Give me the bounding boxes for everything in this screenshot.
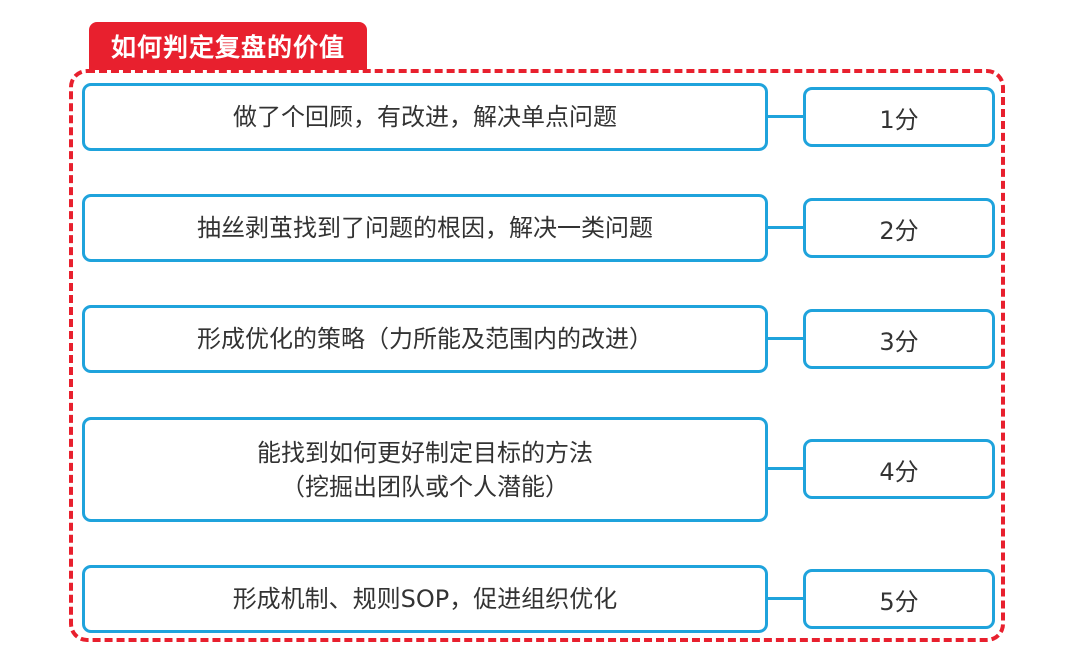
level-3-connector [768, 337, 804, 340]
diagram-title: 如何判定复盘的价值 [89, 22, 367, 70]
level-5-score: 5分 [879, 587, 919, 616]
level-4-description-line-2: （挖掘出团队或个人潜能） [281, 472, 569, 501]
level-1-score: 1分 [879, 105, 919, 134]
level-1-score-box: 1分 [803, 87, 995, 147]
level-2-description-box: 抽丝剥茧找到了问题的根因，解决一类问题 [82, 194, 768, 262]
level-2-description-line-1: 抽丝剥茧找到了问题的根因，解决一类问题 [197, 214, 653, 242]
level-5-score-box: 5分 [803, 569, 995, 629]
level-4-description-box: 能找到如何更好制定目标的方法 （挖掘出团队或个人潜能） [82, 417, 768, 522]
level-4-connector [768, 467, 804, 470]
level-3-score-box: 3分 [803, 309, 995, 369]
level-2-connector [768, 226, 804, 229]
level-5-description-line-1: 形成机制、规则SOP，促进组织优化 [232, 585, 618, 613]
level-5-connector [768, 597, 804, 600]
level-3-description-line-1: 形成优化的策略（力所能及范围内的改进） [197, 325, 653, 353]
level-2-score: 2分 [879, 216, 919, 245]
level-4-score: 4分 [879, 457, 919, 486]
level-3-description-box: 形成优化的策略（力所能及范围内的改进） [82, 305, 768, 373]
level-2-score-box: 2分 [803, 198, 995, 258]
dashed-frame [69, 69, 1005, 642]
level-1-connector [768, 115, 804, 118]
level-3-score: 3分 [879, 327, 919, 356]
level-1-description-box: 做了个回顾，有改进，解决单点问题 [82, 83, 768, 151]
level-5-description-box: 形成机制、规则SOP，促进组织优化 [82, 565, 768, 633]
level-1-description-line-1: 做了个回顾，有改进，解决单点问题 [233, 103, 617, 131]
level-4-score-box: 4分 [803, 439, 995, 499]
level-4-description-line-1: 能找到如何更好制定目标的方法 [257, 438, 593, 467]
